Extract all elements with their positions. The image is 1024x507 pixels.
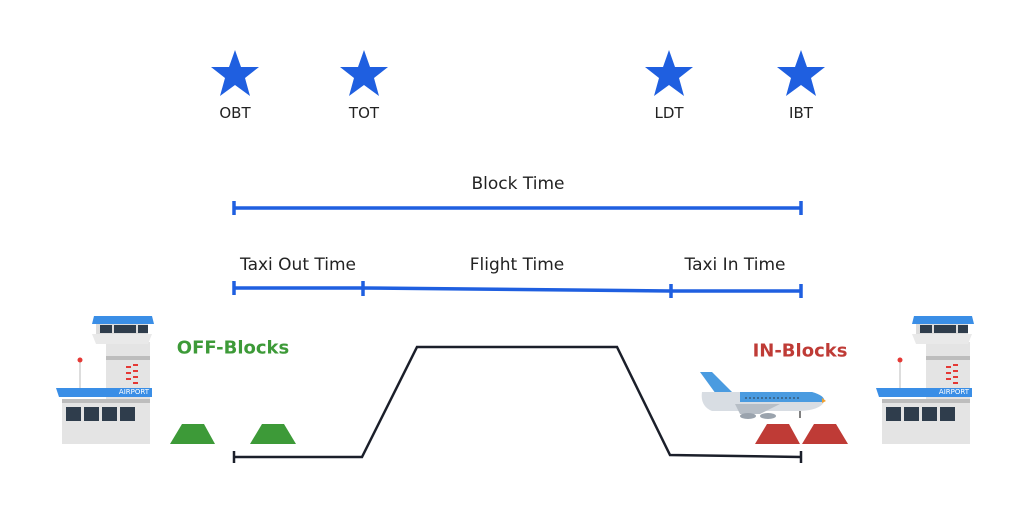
in-blocks-label: IN-Blocks	[752, 340, 848, 362]
event-label-ldt: LDT	[654, 104, 684, 122]
block-time-bar	[232, 201, 803, 215]
star-icon-tot	[340, 50, 388, 96]
star-icon-ibt	[777, 50, 825, 96]
off-blocks-label: OFF-Blocks	[176, 337, 290, 359]
flight-time-label: Flight Time	[469, 255, 565, 275]
event-label-obt: OBT	[219, 104, 251, 122]
airport-tower-right	[875, 315, 975, 445]
star-icon-ldt	[645, 50, 693, 96]
event-label-tot: TOT	[348, 104, 380, 122]
airport-sign-left: AIRPORT	[118, 388, 149, 396]
block-time-label: Block Time	[471, 174, 565, 194]
airplane-icon	[700, 372, 826, 419]
airport-sign-right: AIRPORT	[938, 388, 969, 396]
star-icon-obt	[211, 50, 259, 96]
in-block-chock	[802, 424, 848, 444]
segments-bar	[232, 281, 803, 298]
flight-profile	[232, 345, 803, 463]
in-block-chock	[755, 424, 800, 444]
off-block-chock	[250, 424, 296, 444]
airport-tower-left	[55, 315, 155, 445]
taxi-out-time-label: Taxi Out Time	[239, 255, 357, 275]
off-block-chock	[170, 424, 215, 444]
event-label-ibt: IBT	[789, 104, 813, 122]
taxi-in-time-label: Taxi In Time	[684, 255, 786, 275]
